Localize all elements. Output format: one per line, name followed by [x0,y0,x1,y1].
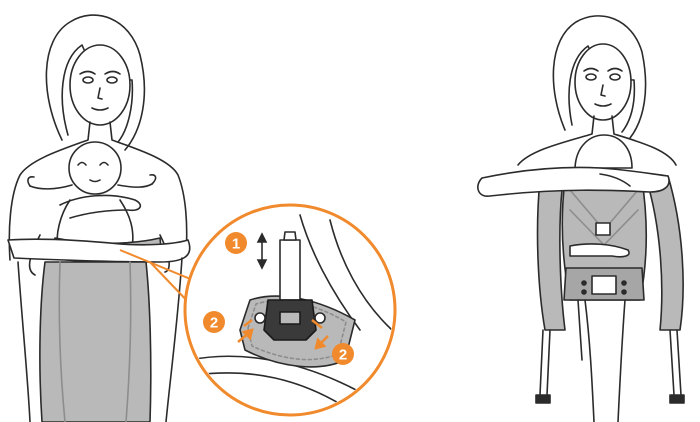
right-shoulder-strap [646,176,683,330]
buckle-detail-callout: 1 2 2 [185,205,395,415]
svg-text:1: 1 [232,236,240,253]
left-figure-mother-holding-baby [8,15,190,422]
svg-text:2: 2 [339,347,347,364]
belt-buckle-icon [592,276,616,294]
right-face [575,44,631,120]
baby-head-left [69,142,121,194]
right-strap-buckle [670,395,684,403]
left-carrier-panel [40,262,151,422]
step-marker-2-left: 2 [203,311,225,333]
right-figure-mother-with-carrier [478,16,684,422]
left-shoulder-strap [538,180,565,330]
left-face [70,45,130,125]
carrier-logo-tag [596,223,610,235]
step-marker-1: 1 [225,232,247,254]
baby-head-right [575,135,632,168]
step-marker-2-right: 2 [332,343,354,365]
svg-text:2: 2 [210,315,218,332]
adjustment-strap [280,240,300,300]
left-strap-buckle [536,395,550,403]
